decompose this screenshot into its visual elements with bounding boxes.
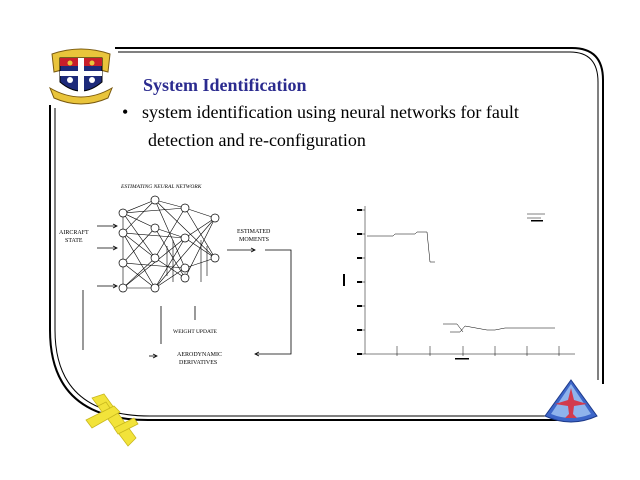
- derivatives-label-2: DERIVATIVES: [179, 360, 217, 366]
- network-label: ESTIMATING NEURAL NETWORK: [120, 184, 202, 190]
- output-label-2: MOMENTS: [239, 237, 269, 243]
- output-label-1: ESTIMATED: [237, 229, 271, 235]
- neural-network-diagram: ESTIMATING NEURAL NETWORK AIRCRAFT STATE…: [59, 184, 292, 366]
- identification-plot: [343, 206, 575, 360]
- blue-triangle-aircraft-logo-icon: [544, 379, 598, 423]
- university-crest-icon: [48, 48, 114, 105]
- input-label-1: AIRCRAFT: [59, 230, 89, 236]
- bullet-symbol: •: [122, 102, 129, 122]
- input-label-2: STATE: [65, 238, 83, 244]
- derivatives-label-1: AERODYNAMIC: [177, 352, 222, 358]
- bullet-text: system identification using neural netwo…: [142, 102, 519, 122]
- slide-title: System Identification: [143, 75, 307, 95]
- yellow-aircraft-icon: [85, 393, 139, 447]
- weight-update-label: WEIGHT UPDATE: [173, 329, 218, 335]
- bullet-continuation: detection and re-configuration: [148, 130, 366, 150]
